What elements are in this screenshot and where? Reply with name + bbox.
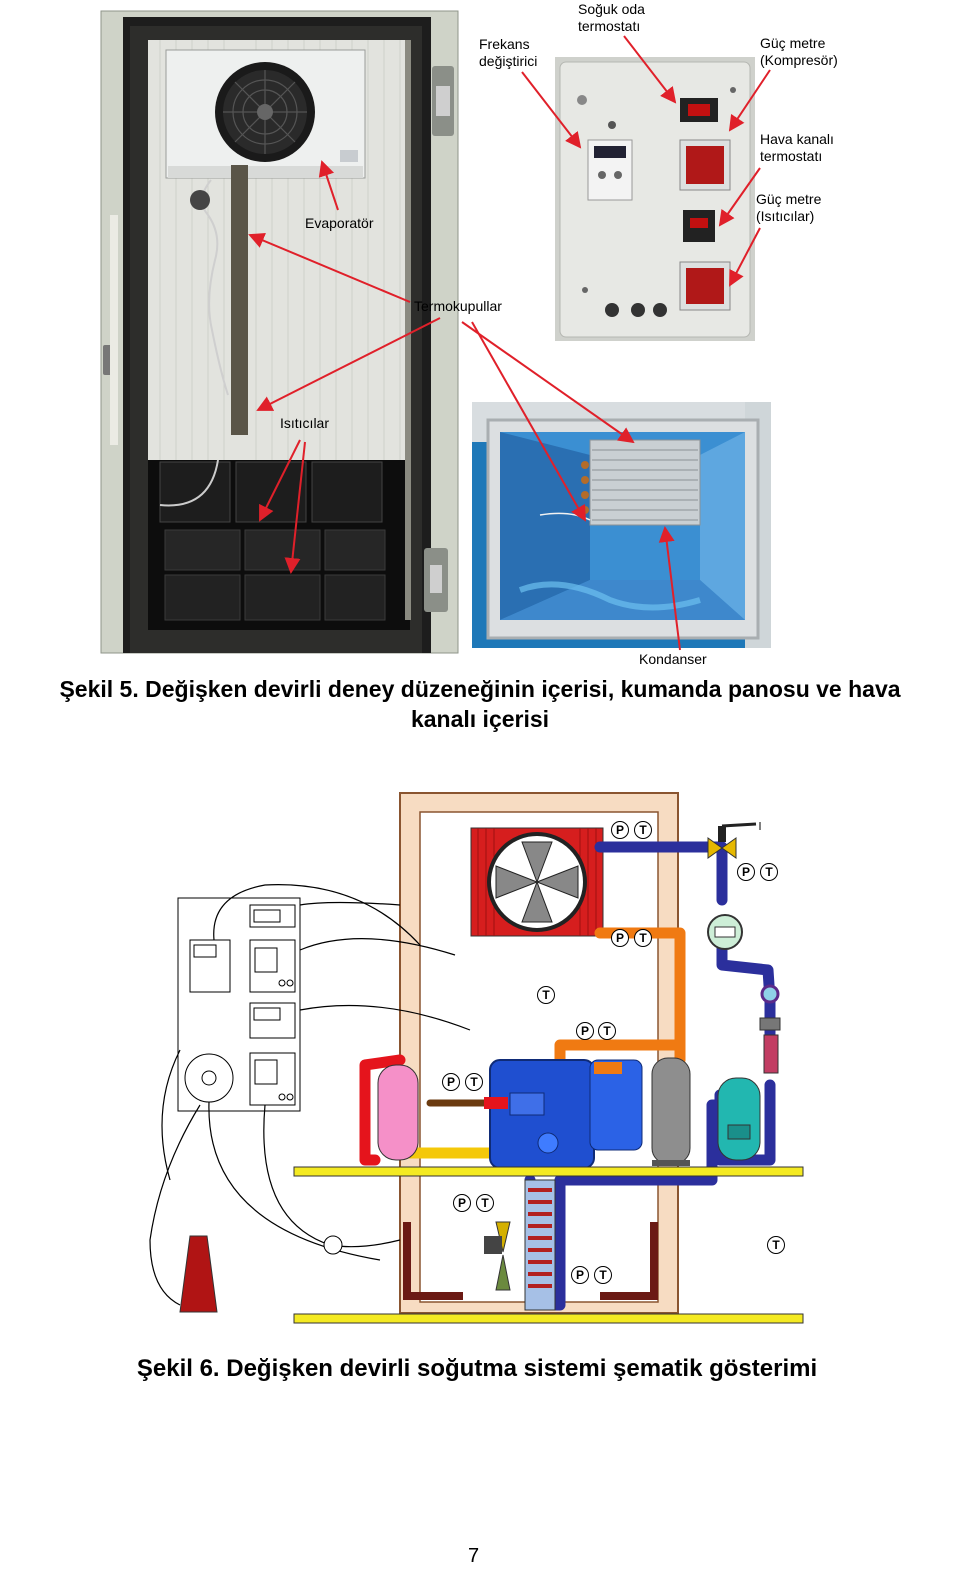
figure-5-caption-line-2: kanalı içerisi	[410, 706, 550, 732]
label-frekans-degistirici: Frekans değiştirici	[479, 36, 538, 69]
figure-6-caption: Şekil 6. Değişken devirli soğutma sistem…	[136, 1355, 818, 1382]
label-guc-metre-isiticilar: Güç metre (Isıtıcılar)	[756, 191, 822, 224]
temperature-sensor: T	[767, 1236, 785, 1254]
temperature-sensor: T	[537, 986, 555, 1004]
temperature-sensor: T	[634, 821, 652, 839]
pressure-sensor: P	[611, 929, 629, 947]
label-soguk-oda-termostati: Soğuk oda termostatı	[578, 1, 645, 34]
pressure-sensor: P	[442, 1073, 460, 1091]
label-termokupullar: Termokupullar	[414, 298, 502, 314]
figure-5-caption-line-1: Şekil 5. Değişken devirli deney düzeneği…	[59, 676, 901, 702]
temperature-sensor: T	[760, 863, 778, 881]
temperature-sensor: T	[634, 929, 652, 947]
pressure-sensor: P	[571, 1266, 589, 1284]
annotation-arrows	[248, 35, 771, 651]
pressure-sensor: P	[453, 1194, 471, 1212]
pressure-sensor: P	[611, 821, 629, 839]
page-number: 7	[468, 1545, 480, 1567]
pressure-sensor: P	[576, 1022, 594, 1040]
pressure-sensor: P	[737, 863, 755, 881]
temperature-sensor: T	[598, 1022, 616, 1040]
label-kondanser: Kondanser	[639, 651, 707, 667]
label-evaporator: Evaporatör	[305, 215, 374, 231]
label-hava-kanali-termostati: Hava kanalı termostatı	[760, 131, 834, 164]
temperature-sensor: T	[594, 1266, 612, 1284]
label-isiticilar: Isıtıcılar	[280, 415, 330, 431]
temperature-sensor: T	[465, 1073, 483, 1091]
air-duct-photo	[472, 402, 771, 648]
control-panel-photo	[555, 57, 755, 341]
cold-room-photo	[100, 10, 459, 654]
label-guc-metre-kompresor: Güç metre (Kompresör)	[760, 35, 838, 68]
temperature-sensor: T	[476, 1194, 494, 1212]
